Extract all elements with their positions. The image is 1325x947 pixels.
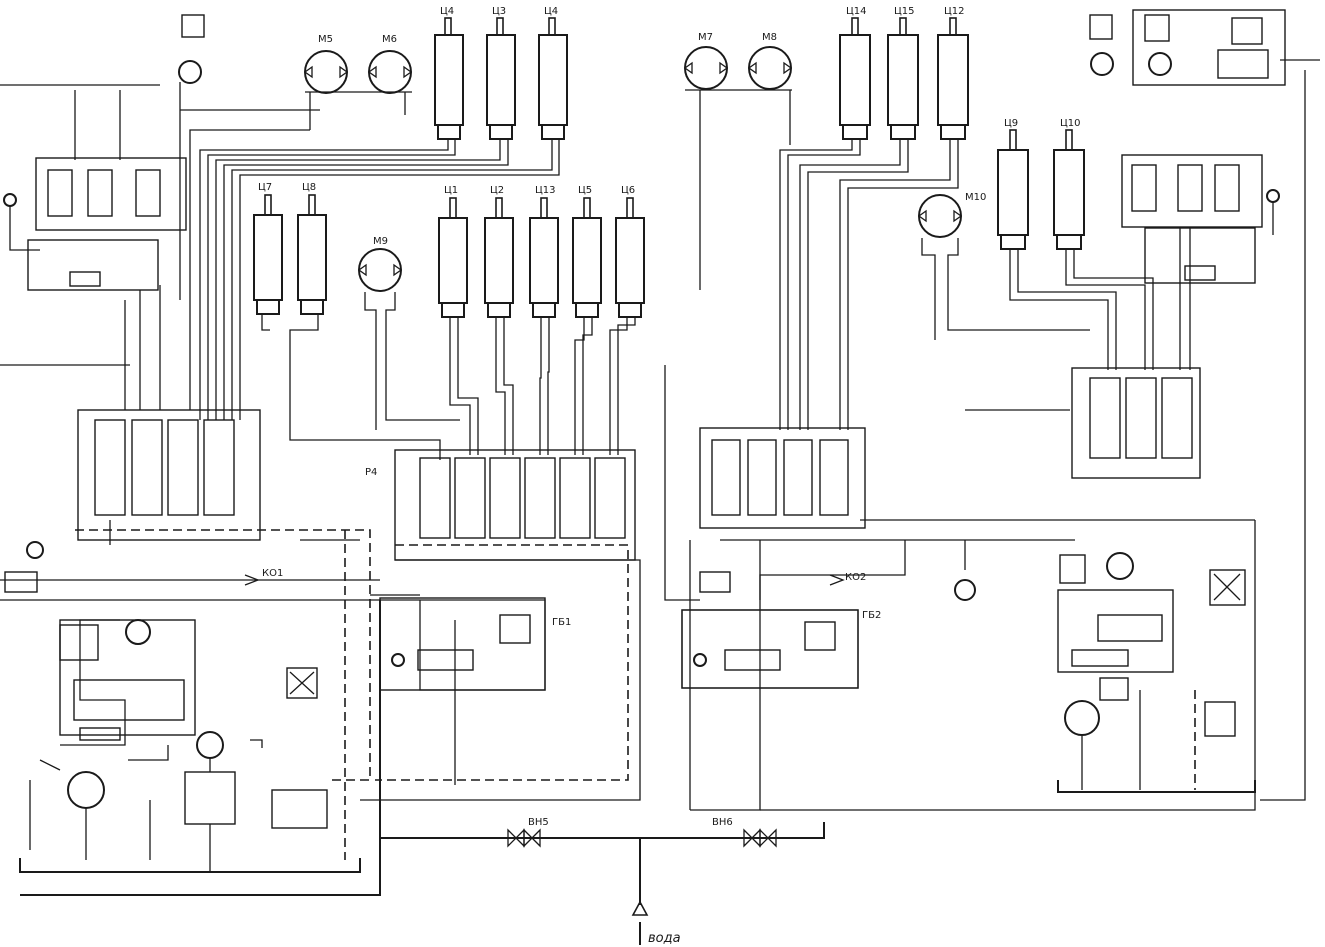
pipe-bundle-mid (449, 317, 636, 455)
cylinder-top-left-2: Ц3 (486, 6, 516, 140)
svg-text:М5: М5 (318, 34, 333, 45)
motor-m6: М6 (367, 34, 413, 94)
throttle-left-label: КО1 (262, 568, 283, 579)
control-block-right: ГБ2 (681, 609, 881, 689)
distributor-far-right (1071, 367, 1201, 479)
motor-m5: М5 (303, 34, 349, 94)
control-block-left: ГБ1 (379, 597, 571, 691)
svg-text:Ц4: Ц4 (544, 6, 558, 17)
motor-m10: М10 (917, 192, 1090, 340)
svg-text:Ц7: Ц7 (258, 182, 272, 193)
gauge-right (954, 579, 976, 601)
distributor-left (77, 409, 261, 541)
svg-text:Ц5: Ц5 (578, 185, 592, 196)
cylinder-mid-2: Ц2 (484, 185, 514, 318)
cylinders-top-left: Ц4 Ц3 Ц4 (434, 6, 568, 140)
svg-text:Ц1: Ц1 (444, 185, 458, 196)
block-left-label: ГБ1 (552, 617, 571, 628)
motor-m9: М9 (357, 236, 460, 430)
cylinder-mid-right-1: Ц9 (997, 118, 1029, 250)
svg-text:М8: М8 (762, 32, 777, 43)
svg-text:Ц10: Ц10 (1060, 118, 1081, 129)
cylinders-mid-right: Ц9 Ц10 (997, 118, 1085, 250)
svg-text:М6: М6 (382, 34, 397, 45)
distributor-mid-label: Р4 (365, 467, 377, 478)
svg-text:М10: М10 (965, 192, 986, 203)
svg-text:Ц9: Ц9 (1004, 118, 1018, 129)
svg-text:Ц6: Ц6 (621, 185, 635, 196)
cylinder-mid-1: Ц1 (438, 185, 468, 318)
svg-text:М9: М9 (373, 236, 388, 247)
cylinder-top-right-3: Ц12 (937, 6, 969, 140)
svg-text:Ц4: Ц4 (440, 6, 454, 17)
svg-text:Ц8: Ц8 (302, 182, 316, 193)
throttle-left: КО1 (244, 568, 283, 586)
outlet-label: вода (648, 931, 681, 946)
pipe-bundle-right (779, 139, 1191, 430)
cylinder-mid-right-2: Ц10 (1053, 118, 1085, 250)
cylinder-top-right-1: Ц14 (839, 6, 871, 140)
accumulator-left (4, 571, 38, 593)
motor-m8: М8 (747, 32, 793, 90)
svg-text:Ц2: Ц2 (490, 185, 504, 196)
cylinder-top-left-3: Ц4 (538, 6, 568, 140)
cylinder-top-left-1: Ц4 (434, 6, 464, 140)
cylinders-mid: Ц1 Ц2 Ц13 Ц5 Ц6 (438, 185, 645, 318)
cylinder-mid-left-1: Ц7 (253, 182, 283, 315)
cylinder-mid-4: Ц5 (572, 185, 602, 318)
valve-right[interactable]: ВН6 (712, 817, 777, 848)
cylinder-mid-5: Ц6 (615, 185, 645, 318)
svg-text:Ц15: Ц15 (894, 6, 915, 17)
throttle-right-label: КО2 (845, 572, 866, 583)
distributor-mid: Р4 (365, 449, 636, 561)
left-pump-station (19, 619, 361, 873)
throttle-right: КО2 (829, 572, 866, 586)
block-right-label: ГБ2 (862, 610, 881, 621)
right-pump-station (1057, 552, 1256, 793)
top-left-aux (0, 14, 205, 300)
top-right-aux (1089, 9, 1320, 284)
cylinders-top-right: Ц14 Ц15 Ц12 (839, 6, 969, 140)
svg-text:Ц3: Ц3 (492, 6, 506, 17)
accumulator-right (699, 571, 731, 593)
svg-text:Ц14: Ц14 (846, 6, 867, 17)
cylinder-top-right-2: Ц15 (887, 6, 919, 140)
svg-text:Ц13: Ц13 (535, 185, 556, 196)
left-supply-lines (0, 364, 641, 896)
cylinder-mid-3: Ц13 (529, 185, 559, 318)
distributor-right (699, 427, 866, 529)
pipe-bundle-left (124, 109, 560, 460)
right-supply-lines (664, 70, 1306, 811)
valve-left-label: ВН5 (528, 817, 549, 828)
cylinders-mid-left: Ц7 Ц8 (253, 182, 327, 315)
svg-text:Ц12: Ц12 (944, 6, 965, 17)
svg-text:М7: М7 (698, 32, 713, 43)
gauge-left (26, 541, 44, 559)
valve-right-label: ВН6 (712, 817, 733, 828)
cylinder-mid-left-2: Ц8 (297, 182, 327, 315)
motor-row-top: М5 М6 М7 М8 (303, 32, 793, 290)
motor-m7: М7 (683, 32, 729, 90)
main-water-line: вода (380, 822, 825, 946)
valve-left[interactable]: ВН5 (507, 817, 549, 848)
